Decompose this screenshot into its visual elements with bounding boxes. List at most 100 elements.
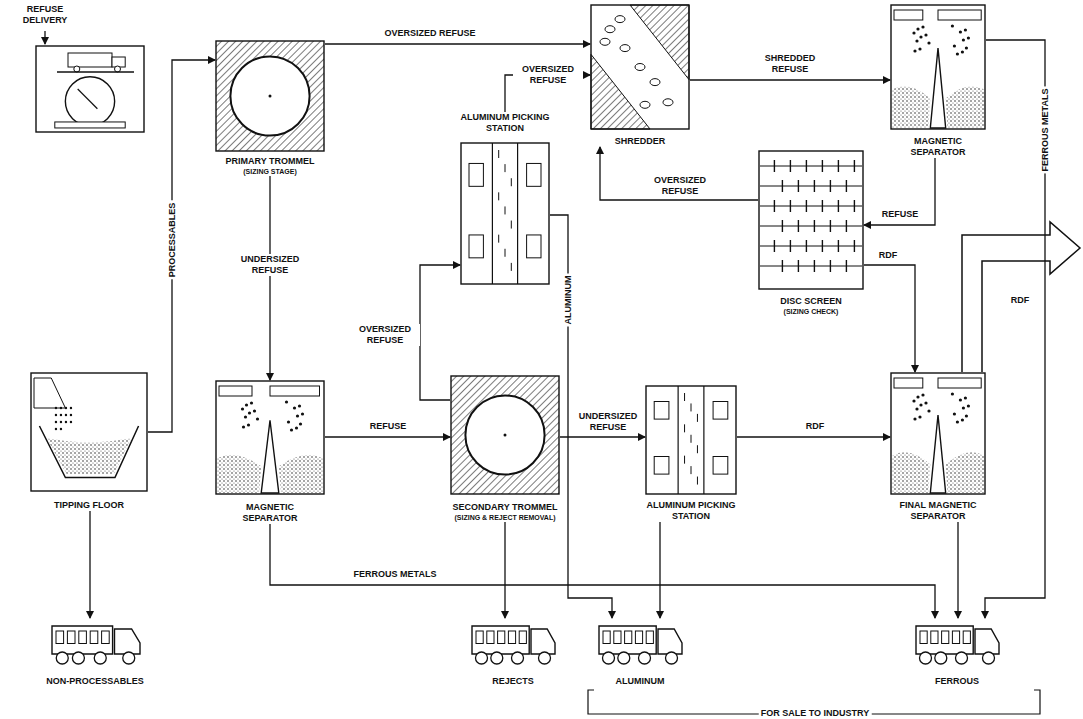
belt-mark: [691, 466, 692, 474]
equipment-subtitle: (SIZING & REJECT REMOVAL): [420, 513, 590, 522]
disc: [854, 200, 855, 212]
particle: [956, 420, 959, 423]
trommel-drum: [230, 56, 309, 135]
illustration-svg: [215, 40, 325, 152]
flow-connector: [148, 60, 215, 432]
truck-window: [625, 631, 632, 644]
shredded-piece: [635, 64, 645, 71]
illustration-svg: [912, 618, 1002, 668]
truck-wheel: [476, 652, 488, 664]
truck-wheel: [618, 652, 630, 664]
disc: [806, 200, 807, 212]
equipment-name: DISC SCREEN: [731, 296, 891, 307]
equipment-label: FERROUS: [895, 676, 1019, 687]
falling-refuse: [55, 414, 57, 416]
truck-window: [508, 631, 515, 644]
trommel-housing: [216, 41, 324, 151]
disc-shaft: [760, 206, 862, 207]
particle: [962, 406, 965, 409]
falling-refuse: [70, 421, 72, 423]
particle: [250, 401, 253, 404]
disc-shaft: [760, 166, 862, 167]
equipment-node: MAGNETIC SEPARATOR: [890, 4, 986, 158]
particle: [913, 417, 916, 420]
truck-window: [476, 631, 483, 644]
equipment-label: SECONDARY TROMMEL(SIZING & REJECT REMOVA…: [420, 502, 590, 522]
truck-window: [79, 631, 87, 644]
equipment-node: DISC SCREEN(SIZING CHECK): [731, 150, 891, 316]
truck-wheel: [539, 652, 551, 664]
truck-window: [90, 631, 98, 644]
truck-wheel: [956, 652, 968, 664]
equipment-label: ALUMINUM PICKING STATION: [631, 500, 751, 522]
equipment-label: ALUMINUM: [578, 676, 702, 687]
equipment-label: REJECTS: [450, 676, 576, 687]
equipment-frame: [216, 381, 324, 494]
disc: [814, 260, 815, 272]
belt-mark: [684, 393, 685, 401]
disc: [814, 180, 815, 192]
flow-label: OVERSIZED REFUSE: [513, 64, 583, 86]
particle: [953, 412, 956, 415]
scale-base: [55, 122, 125, 128]
equipment-name: ALUMINUM: [578, 676, 702, 687]
equipment-name: NON-PROCESSABLES: [20, 676, 170, 687]
particle: [253, 409, 256, 412]
disc: [846, 220, 847, 232]
equipment-illustration: [48, 618, 143, 668]
equipment-illustration: [35, 45, 145, 133]
shredded-piece: [615, 16, 625, 23]
equipment-frame: [759, 151, 863, 289]
particle: [961, 418, 964, 421]
falling-refuse: [55, 421, 57, 423]
flow-connector: [659, 522, 660, 618]
particle: [298, 404, 301, 407]
truck-window: [635, 631, 642, 644]
shredded-piece: [663, 99, 673, 106]
disc: [830, 220, 831, 232]
flow-label: REFUSE: [368, 421, 409, 432]
delivery-arrow: [44, 31, 45, 44]
equipment-name: PRIMARY TROMMEL: [200, 156, 340, 167]
shredder-wall: [591, 54, 650, 129]
particle: [921, 393, 924, 396]
truck-window: [963, 631, 970, 644]
belt-edge: [703, 386, 704, 494]
belt-mark: [511, 263, 512, 271]
particle: [912, 31, 915, 34]
flow-connector: [864, 158, 935, 225]
truck-wheel: [72, 652, 84, 664]
equipment-label: SHREDDER: [590, 136, 690, 147]
truck-window: [102, 631, 110, 644]
flow-connector: [269, 176, 270, 380]
illustration-svg: [645, 385, 737, 495]
flow-label: OVERSIZED REFUSE: [645, 175, 715, 197]
equipment-label: PRIMARY TROMMEL(SIZING STAGE): [200, 156, 340, 176]
falling-refuse: [65, 421, 67, 423]
equipment-name: REJECTS: [450, 676, 576, 687]
particle: [244, 415, 247, 418]
particle: [964, 28, 967, 31]
illustration-svg: [460, 142, 550, 285]
belt-mark: [505, 164, 506, 172]
pile: [892, 86, 930, 128]
belt-mark: [684, 424, 685, 432]
belt-mark: [691, 403, 692, 411]
disc: [814, 220, 815, 232]
truck-window: [487, 631, 494, 644]
scale-platform: [57, 71, 134, 73]
equipment-illustration: [30, 372, 148, 492]
disc: [846, 180, 847, 192]
illustration-svg: [450, 375, 560, 495]
equipment-illustration: [450, 375, 560, 495]
pile: [946, 86, 984, 128]
disc: [806, 160, 807, 172]
particle: [956, 52, 959, 55]
trommel-drum: [465, 395, 544, 474]
equipment-node: SHREDDER: [590, 4, 690, 147]
falling-refuse: [60, 414, 62, 416]
feed-conveyor: [894, 378, 923, 388]
illustration-svg: [890, 372, 986, 495]
particle: [241, 407, 244, 410]
